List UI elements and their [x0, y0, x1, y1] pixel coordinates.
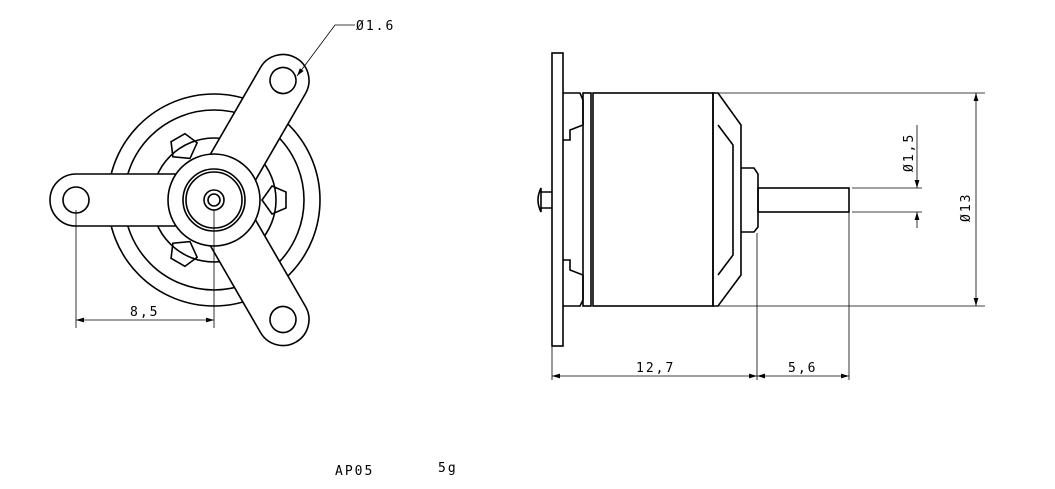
body-dia-dim-label: Ø13: [959, 193, 974, 222]
rear-shaft: [537, 187, 552, 213]
hole-dim-label: Ø1.6: [356, 19, 395, 34]
shaft-center: [207, 193, 221, 207]
mount-hole: [269, 305, 297, 334]
motor-body: [592, 92, 714, 307]
flange-boss: [563, 92, 584, 307]
body-length-dim-label: 12,7: [636, 361, 675, 376]
front-view: Ø1.6 8,5: [49, 19, 395, 347]
mount-flange: [551, 52, 564, 347]
front-boss: [741, 167, 759, 233]
weight-label: 5g: [438, 461, 458, 476]
shaft: [757, 187, 850, 213]
side-view: Ø13 Ø1,5 12,7 5,6: [537, 52, 985, 380]
shaft-length-dim-label: 5,6: [788, 361, 817, 376]
model-label: AP05: [335, 464, 374, 479]
hole-leader-line: [296, 24, 355, 77]
front-bell: [712, 92, 742, 307]
mount-hole: [269, 66, 297, 95]
mount-radius-dim-label: 8,5: [130, 305, 159, 320]
shaft-dia-dim-label: Ø1,5: [902, 133, 917, 172]
